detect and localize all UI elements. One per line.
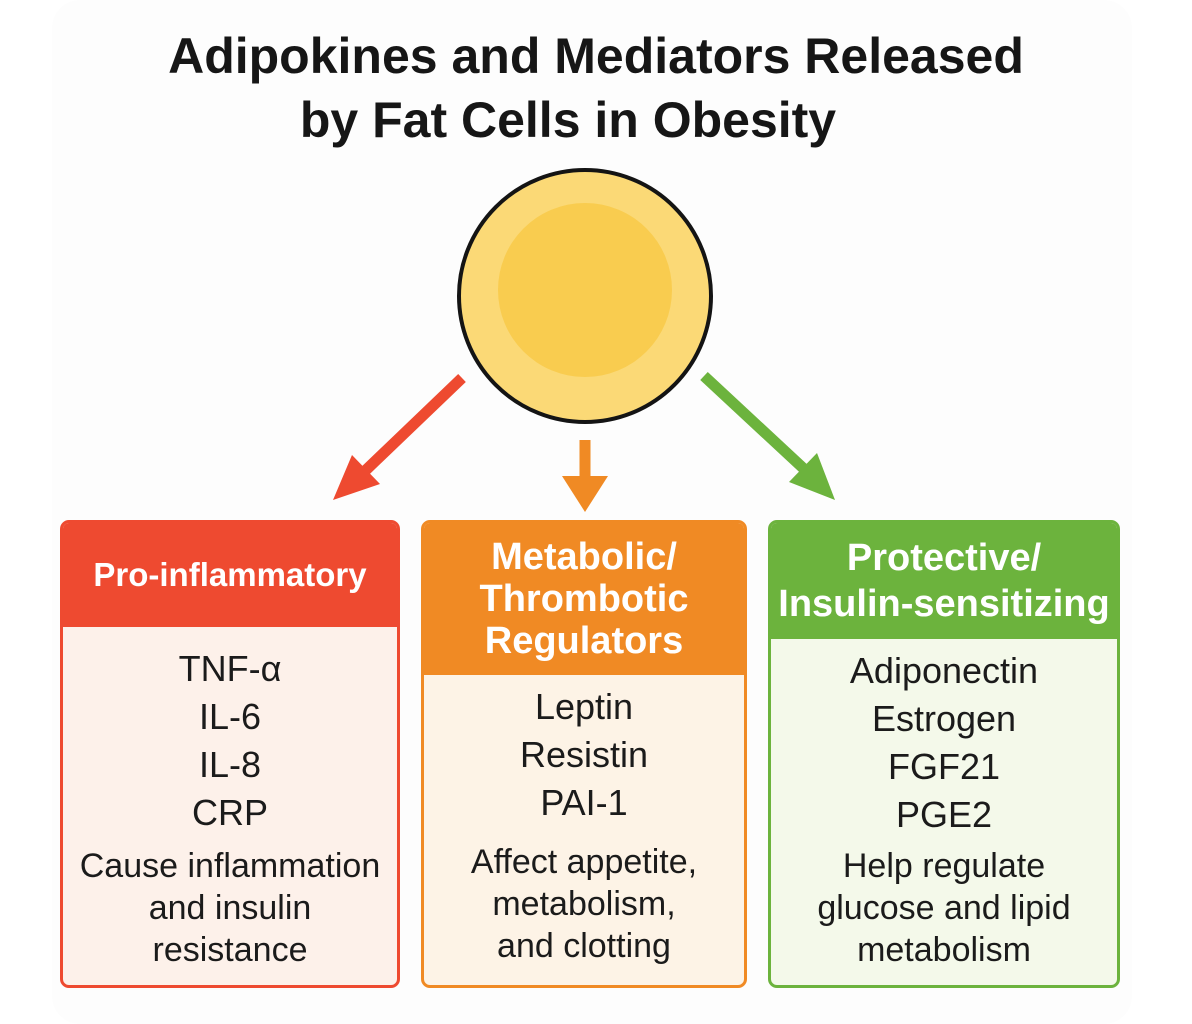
pro-inflammatory-list: TNF-α IL-6 IL-8 CRP: [63, 645, 397, 837]
description-line: Help regulate: [842, 847, 1046, 885]
pro-inflammatory-box: Pro-inflammatory TNF-α IL-6 IL-8 CRP Cau…: [60, 520, 400, 988]
list-item: PGE2: [895, 794, 993, 835]
arrow-to-protective: [700, 371, 835, 500]
list-item: IL-8: [198, 744, 262, 785]
arrow-to-metabolic: [562, 440, 608, 512]
list-item: CRP: [191, 792, 268, 833]
diagram-graphics: [333, 168, 835, 512]
protective-description: Help regulate glucose and lipid metaboli…: [771, 845, 1117, 971]
description-line: glucose and lipid: [817, 889, 1071, 927]
list-item: FGF21: [887, 746, 1001, 787]
description-line: metabolism: [857, 931, 1031, 969]
arrow-to-pro-inflammatory: [333, 374, 466, 500]
header-line: Regulators: [484, 620, 684, 662]
header-line: Insulin-sensitizing: [778, 583, 1110, 625]
description-line: Cause inflammation: [79, 847, 381, 885]
metabolic-body: Leptin Resistin PAI-1 Affect appetite, m…: [424, 675, 744, 967]
list-item: TNF-α: [178, 648, 282, 689]
pro-inflammatory-body: TNF-α IL-6 IL-8 CRP Cause inflammation a…: [63, 627, 397, 971]
protective-list: Adiponectin Estrogen FGF21 PGE2: [771, 647, 1117, 839]
metabolic-description: Affect appetite, metabolism, and clottin…: [424, 841, 744, 967]
list-item: Resistin: [519, 734, 649, 775]
metabolic-box: Metabolic/ Thrombotic Regulators Leptin …: [421, 520, 747, 988]
list-item: Adiponectin: [849, 650, 1039, 691]
title-line-1: Adipokines and Mediators Released: [168, 28, 1024, 84]
list-item: IL-6: [198, 696, 262, 737]
list-item: Estrogen: [871, 698, 1017, 739]
fat-cell-icon: [457, 168, 713, 424]
pro-inflammatory-description: Cause inflammation and insulin resistanc…: [63, 845, 397, 971]
list-item: PAI-1: [540, 782, 628, 823]
protective-header: Protective/ Insulin-sensitizing: [771, 523, 1117, 639]
protective-box: Protective/ Insulin-sensitizing Adiponec…: [768, 520, 1120, 988]
list-item: Leptin: [534, 686, 634, 727]
protective-body: Adiponectin Estrogen FGF21 PGE2 Help reg…: [771, 639, 1117, 971]
description-line: Affect appetite,: [470, 843, 698, 881]
description-line: and clotting: [497, 927, 671, 965]
diagram-title: Adipokines and Mediators Released by Fat…: [0, 24, 1192, 152]
header-line: Protective/: [846, 537, 1042, 579]
description-line: resistance: [152, 931, 308, 969]
title-line-2: by Fat Cells in Obesity: [299, 92, 837, 148]
metabolic-header: Metabolic/ Thrombotic Regulators: [424, 523, 744, 675]
metabolic-list: Leptin Resistin PAI-1: [424, 683, 744, 827]
header-line: Metabolic/: [491, 536, 677, 578]
header-line: Thrombotic: [479, 578, 689, 620]
description-line: metabolism,: [492, 885, 676, 923]
description-line: and insulin: [148, 889, 312, 927]
pro-inflammatory-header: Pro-inflammatory: [63, 523, 397, 627]
